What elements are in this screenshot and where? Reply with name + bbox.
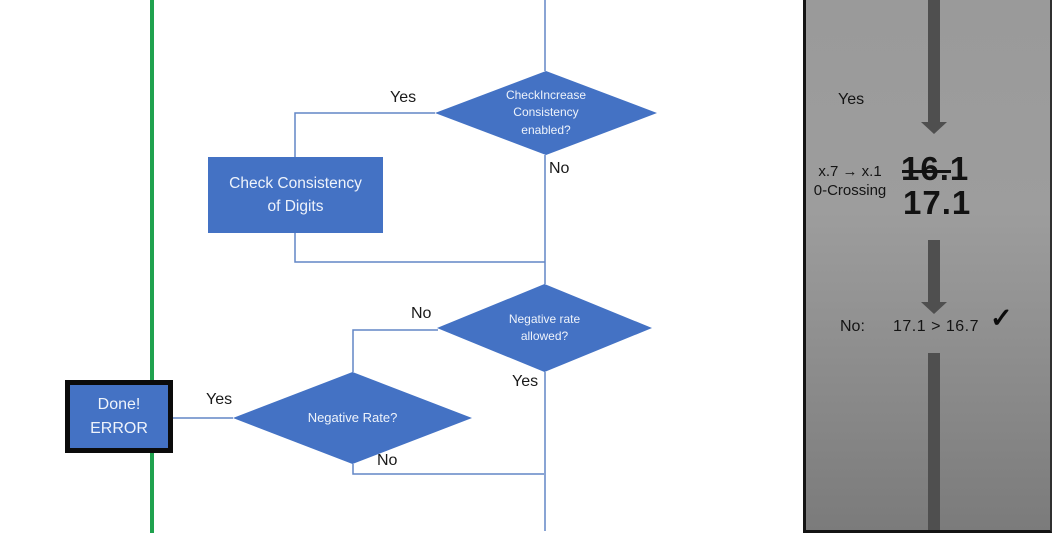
green-vertical-line [150, 0, 154, 533]
example-side-panel-content: Yes x.7 → x.1 0-Crossing 16.1 17.1 No: 1… [806, 0, 1050, 530]
result-comparison: 17.1 > 16.7 [893, 318, 980, 335]
panel-yes-label: Yes [838, 91, 865, 108]
branch-label-yes-check-increase: Yes [390, 89, 417, 106]
old-value-strikethrough: 16.1 [901, 152, 969, 186]
down-arrow-1-shaft [928, 0, 940, 122]
connector-d2-no-to-d3 [352, 329, 438, 372]
branch-label-no-negative-rate: No [377, 452, 398, 469]
process-check-consistency-of-digits: Check Consistency of Digits [208, 157, 383, 233]
branch-label-yes-rate-allowed: Yes [512, 373, 539, 390]
checkmark-icon: ✓ [990, 303, 1013, 333]
new-value-text: 17.1 [903, 184, 972, 221]
branch-label-no-check-increase: No [549, 160, 570, 177]
down-arrow-2-shaft [928, 240, 940, 302]
zero-crossing-case-label: x.7 → x.1 0-Crossing [813, 163, 887, 199]
example-side-panel: Yes x.7 → x.1 0-Crossing 16.1 17.1 No: 1… [803, 0, 1052, 533]
old-value-text: 16.1 [901, 150, 970, 187]
down-arrow-3-shaft [928, 353, 940, 530]
connector-d1-yes-to-process [294, 112, 435, 157]
branch-label-no-rate-allowed: No [411, 305, 432, 322]
done-error-terminator: Done! ERROR [65, 380, 173, 453]
down-arrow-2-head [921, 302, 947, 314]
branch-label-yes-negative-rate: Yes [206, 391, 233, 408]
connector-process-to-main [294, 233, 545, 263]
connector-d3-no-to-main [352, 464, 544, 475]
result-no-label: No: [840, 318, 865, 335]
down-arrow-1-head [921, 122, 947, 134]
